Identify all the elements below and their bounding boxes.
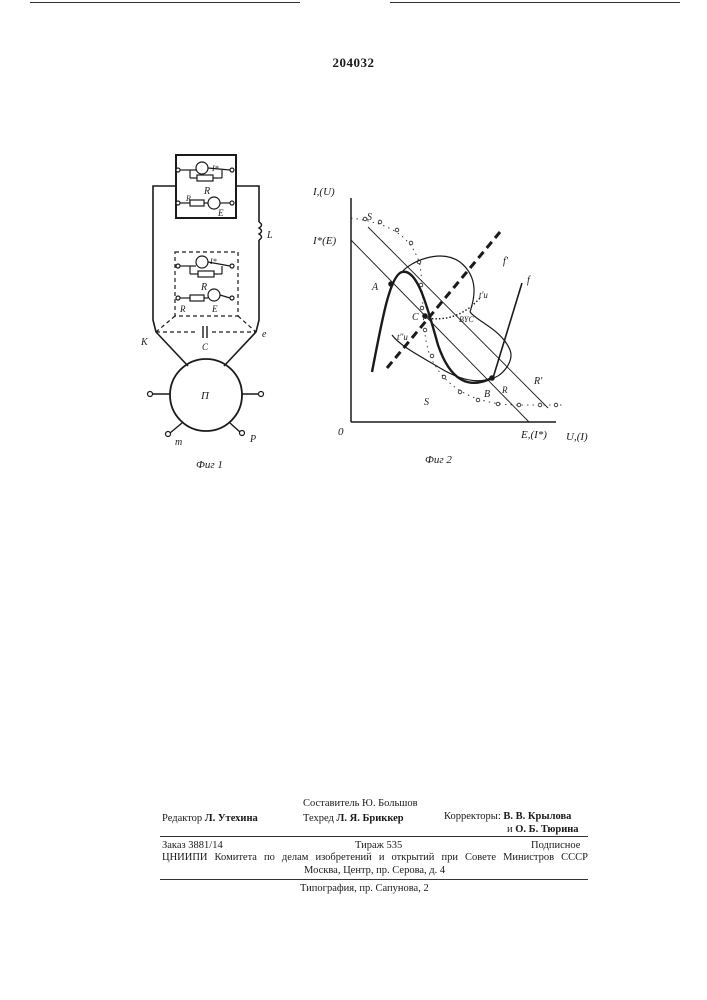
- origin-label: 0: [338, 426, 344, 438]
- line-f-prime: [387, 232, 500, 368]
- institute-line-1: ЦНИИПИ Комитета по делам изобретений и о…: [162, 851, 588, 864]
- label-m: m: [175, 437, 182, 448]
- label-k: K: [140, 337, 149, 348]
- terminal: [176, 168, 180, 172]
- label-s-top: S: [367, 212, 372, 223]
- terminal: [230, 168, 234, 172]
- load-line-r-prime: [368, 227, 548, 408]
- label-f: f: [527, 275, 531, 286]
- label-istar-1: I*: [211, 164, 219, 173]
- label-f-prime: f': [503, 256, 509, 267]
- label-byc: BYC: [459, 315, 474, 324]
- label-tu-lower: t''u: [397, 332, 408, 342]
- institute-line-2: Москва, Центр, пр. Серова, д. 4: [304, 864, 445, 877]
- editor-label: Редактор: [162, 813, 202, 824]
- figure-1-circuit: R I* R E L R I*: [140, 155, 273, 471]
- line-f: [493, 283, 522, 378]
- corrector-2: О. Б. Тюрина: [515, 824, 578, 835]
- y-axis-label: I,(U): [312, 186, 335, 198]
- printer-line: Типография, пр. Сапунова, 2: [300, 882, 429, 895]
- label-b: B: [484, 389, 490, 400]
- label-e-1: E: [217, 208, 224, 218]
- label-s-bottom: S: [424, 397, 429, 408]
- figure-2-caption: Фиг 2: [425, 454, 452, 466]
- resistor-symbol: [197, 175, 213, 181]
- label-r-prime: R': [533, 376, 543, 387]
- y-tick-label: I*(E): [312, 235, 337, 247]
- point-c: [423, 314, 427, 318]
- footer-rule-bottom: [160, 879, 588, 880]
- resistor-symbol: [190, 200, 204, 206]
- editor-line: Редактор Л. Утехина: [162, 812, 258, 825]
- label-r: R: [501, 385, 508, 395]
- corrector-2-line: и О. Б. Тюрина: [507, 823, 579, 836]
- label-c: C: [412, 312, 419, 323]
- figure-2-plot: I,(U) I*(E) 0 E,(I*) U,(I): [312, 186, 588, 466]
- corrector-1: В. В. Крылова: [503, 811, 571, 822]
- label-istar-2: I*: [209, 257, 217, 266]
- point-b: [490, 376, 494, 380]
- compiler-line: Составитель Ю. Большов: [303, 797, 418, 810]
- label-r-4: R: [179, 304, 186, 314]
- editor-name: Л. Утехина: [205, 813, 258, 824]
- label-e-2: E: [211, 304, 218, 314]
- label-p: P: [249, 434, 256, 445]
- techred-name: Л. Я. Бриккер: [337, 813, 404, 824]
- label-r-1: R: [203, 186, 210, 197]
- x-tick-label: E,(I*): [520, 429, 547, 441]
- label-a: A: [371, 282, 379, 293]
- label-tu-upper: t'u: [479, 290, 488, 300]
- figure-1-caption: Фиг 1: [196, 459, 223, 471]
- techred-line: Техред Л. Я. Бриккер: [303, 812, 404, 825]
- point-a: [389, 282, 393, 286]
- footer-rule-top: [160, 836, 588, 837]
- correctors-label: Корректоры:: [444, 811, 501, 822]
- current-source-symbol: [196, 162, 208, 174]
- label-l: L: [266, 230, 273, 241]
- label-ell: e: [262, 329, 267, 340]
- corrector-2-prefix: и: [507, 824, 513, 835]
- label-n: П: [200, 390, 210, 402]
- label-r-2: R: [185, 194, 191, 203]
- correctors-line: Корректоры: В. В. Крылова: [444, 810, 571, 823]
- techred-label: Техред: [303, 813, 334, 824]
- x-axis-label: U,(I): [566, 431, 588, 443]
- label-c: C: [202, 342, 209, 352]
- label-r-3: R: [200, 282, 207, 293]
- inductor-symbol: [259, 222, 262, 240]
